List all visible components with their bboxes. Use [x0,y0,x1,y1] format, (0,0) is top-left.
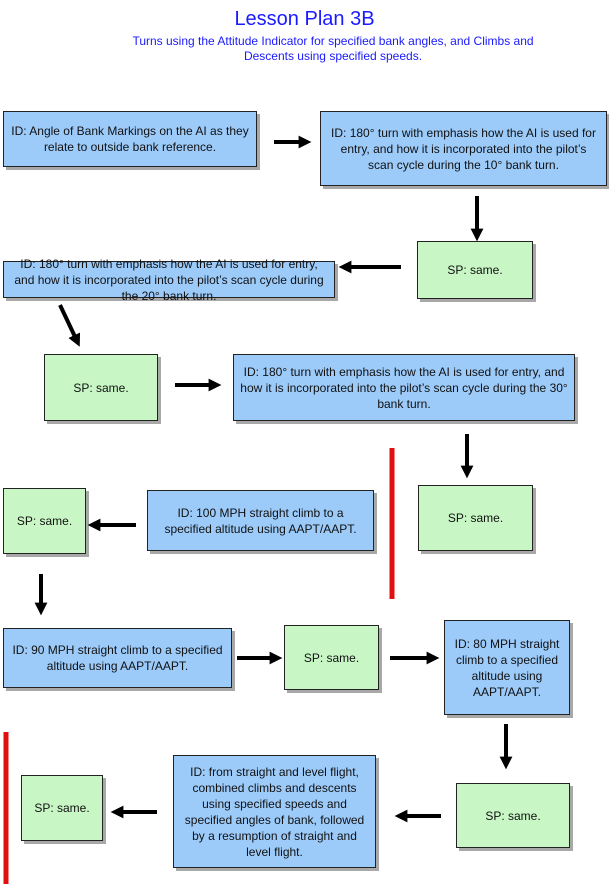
node-sp-turn-10: SP: same. [417,241,533,299]
node-turn-10: ID: 180° turn with emphasis how the AI i… [320,111,607,186]
node-combined-maneuvers: ID: from straight and level flight, comb… [173,755,376,868]
node-turn-20: ID: 180° turn with emphasis how the AI i… [3,257,335,303]
page-subtitle: Turns using the Attitude Indicator for s… [132,34,534,63]
node-sp-climb-80: SP: same. [456,783,570,848]
node-sp-combined: SP: same. [21,775,103,841]
node-sp-climb-90: SP: same. [284,625,379,690]
node-climb-80: ID: 80 MPH straight climb to a specified… [444,620,570,715]
node-turn-30: ID: 180° turn with emphasis how the AI i… [233,354,575,421]
node-climb-100: ID: 100 MPH straight climb to a specifie… [147,490,374,551]
flow-arrow [58,304,81,347]
page-title: Lesson Plan 3B [234,8,375,30]
node-climb-90: ID: 90 MPH straight climb to a specified… [3,628,232,688]
node-sp-climb-100: SP: same. [3,488,86,554]
node-bank-markings: ID: Angle of Bank Markings on the AI as … [3,111,257,167]
node-sp-turn-20: SP: same. [44,354,158,421]
node-sp-turn-30: SP: same. [418,485,533,551]
